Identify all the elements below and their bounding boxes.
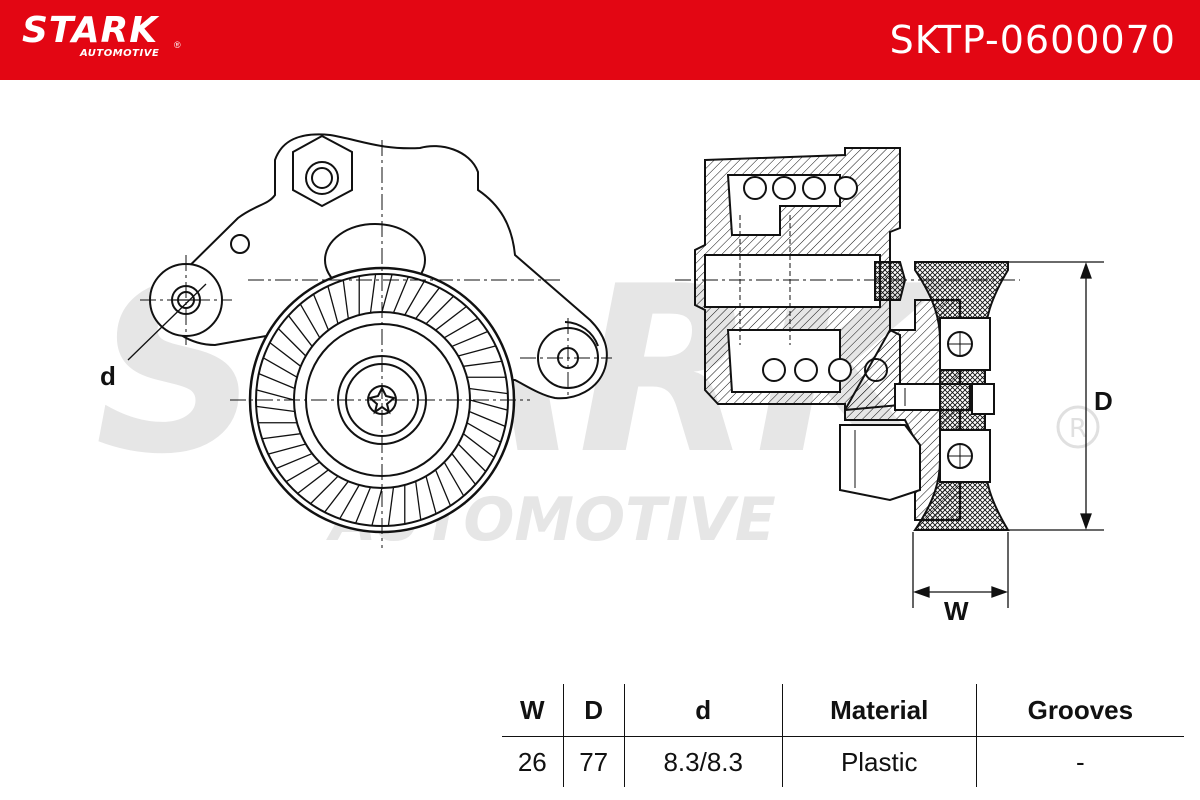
- pulley-rib-line: [443, 317, 479, 339]
- pulley-rib-line: [443, 461, 465, 497]
- spec-table: W D d Material Grooves 26 77 8.3/8.3 Pla…: [500, 682, 1186, 789]
- pulley-rib-line: [415, 481, 422, 520]
- pulley-rib-line: [327, 286, 339, 324]
- pulley-rib-line: [463, 360, 502, 367]
- watermark-registered-circle: [1056, 405, 1100, 449]
- pulley-rib-line: [355, 486, 372, 524]
- pulley-rib-line: [275, 452, 313, 470]
- dimension-W: [912, 532, 1009, 608]
- pulley-rib-line: [457, 443, 487, 472]
- pulley-rib-line: [387, 487, 395, 526]
- pulley-rib-line: [256, 389, 295, 401]
- spec-header-w: W: [502, 684, 564, 737]
- pulley-rib-line: [451, 453, 477, 485]
- brand-subtitle: AUTOMOTIVE: [80, 48, 160, 59]
- brand-logo[interactable]: STARK ® AUTOMOTIVE: [22, 10, 181, 60]
- pulley-rib-line: [297, 469, 329, 495]
- pulley-rib-line: [262, 433, 301, 440]
- spec-header-grooves: Grooves: [975, 684, 1184, 737]
- dimension-label-D: D: [1094, 386, 1113, 416]
- spec-value-row: 26 77 8.3/8.3 Plastic -: [502, 736, 1184, 787]
- pulley-rib-line: [287, 315, 313, 347]
- spec-header-d-inner: d: [623, 684, 783, 737]
- registered-mark: ®: [174, 40, 181, 50]
- technical-drawing: STARK AUTOMOTIVE R: [95, 133, 1113, 626]
- dimension-label-d: d: [100, 361, 116, 391]
- pulley-rib-line: [435, 305, 467, 331]
- pulley-rib-line: [381, 274, 393, 313]
- spec-value-material: Plastic: [781, 736, 977, 787]
- pulley-rib-line: [434, 469, 452, 507]
- pulley-rib-line: [466, 422, 502, 443]
- pulley-rib-line: [256, 405, 295, 413]
- pulley-rib-line: [369, 274, 377, 313]
- pulley-rib-line: [310, 475, 339, 505]
- spec-header-d-outer: D: [562, 684, 625, 737]
- pulley-rib-line: [299, 303, 321, 339]
- pulley-rib-line: [339, 484, 360, 520]
- pulley-rib-line: [468, 410, 506, 427]
- pulley-rib-line: [342, 280, 349, 319]
- pulley-rib-line: [392, 276, 409, 314]
- pulley-rib-line: [324, 480, 349, 513]
- dimension-D: [1008, 261, 1104, 531]
- spec-value-d-inner: 8.3/8.3: [623, 736, 783, 787]
- pulley-rib-line: [269, 342, 302, 367]
- pulley-rib-line: [415, 287, 440, 320]
- pulley-rib-line: [312, 293, 330, 331]
- pulley-rib-line: [285, 461, 321, 483]
- pulley-rib-line: [425, 476, 437, 514]
- spec-value-grooves: -: [975, 736, 1184, 787]
- spec-value-d-outer: 77: [562, 736, 625, 787]
- pulley-rib-line: [458, 345, 496, 357]
- spec-header-material: Material: [781, 684, 977, 737]
- pulley-rib-line: [262, 357, 298, 378]
- pulley-rib-line: [258, 373, 296, 390]
- pulley-rib-line: [469, 387, 508, 395]
- pulley-rib-line: [425, 295, 454, 325]
- pulley-rib-line: [371, 487, 383, 526]
- front-view: [127, 133, 612, 548]
- pulley-rib-line: [404, 280, 425, 316]
- pulley-rib-line: [268, 443, 306, 455]
- spec-header-row: W D d Material Grooves: [502, 684, 1184, 737]
- pulley-rib-line: [462, 433, 495, 458]
- pulley-rib-line: [451, 330, 489, 348]
- part-number: SKTP-0600070: [889, 18, 1176, 62]
- spec-value-w: 26: [502, 736, 564, 787]
- header-bar: STARK ® AUTOMOTIVE SKTP-0600070: [0, 0, 1200, 80]
- watermark-registered-letter: R: [1069, 414, 1087, 444]
- pulley-rib-line: [469, 399, 508, 411]
- pulley-rib-line: [277, 328, 307, 357]
- brand-name: STARK: [22, 10, 159, 51]
- dimension-label-W: W: [944, 596, 969, 626]
